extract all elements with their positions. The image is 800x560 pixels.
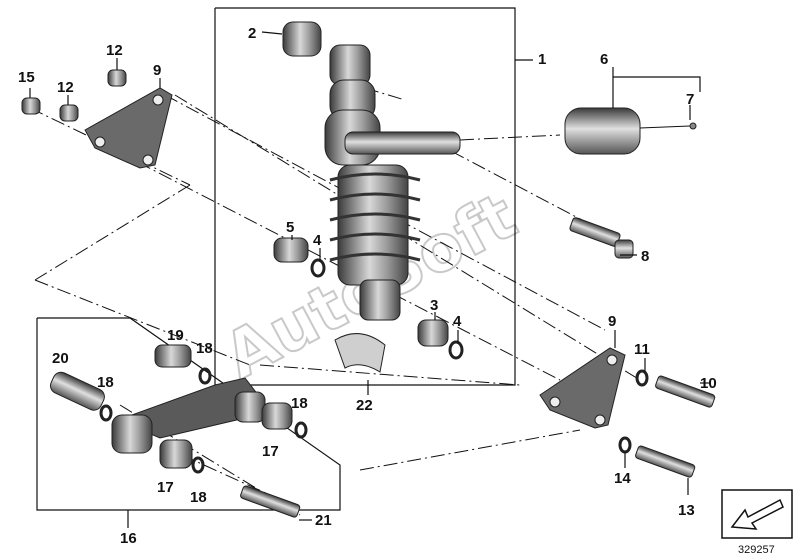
part-12-bushing-lower [59, 104, 79, 122]
part-15-nut [21, 97, 41, 115]
part-9-bracket-right [539, 347, 626, 429]
callout-18-c: 18 [291, 395, 308, 412]
part-13-bolt [635, 445, 696, 478]
part-18-ring-a [198, 367, 212, 385]
callout-6: 6 [600, 51, 608, 68]
callout-12-lower: 12 [57, 79, 74, 96]
callout-14: 14 [614, 470, 631, 487]
callout-11: 11 [634, 341, 650, 358]
part-17-bushing-left [159, 439, 193, 469]
part-19-sleeve [154, 344, 192, 368]
callout-13: 13 [678, 502, 695, 519]
part-4-ring-upper [310, 258, 326, 278]
callout-15: 15 [18, 69, 35, 86]
corner-arrow-icon [721, 489, 793, 539]
part-18-ring-c [294, 421, 308, 439]
callout-20: 20 [52, 350, 69, 367]
shock-absorber [324, 44, 461, 321]
part-3-bushing [417, 319, 449, 347]
part-2-bushing [282, 21, 322, 57]
callout-16: 16 [120, 530, 137, 547]
callout-17-left: 17 [157, 479, 174, 496]
part-18-ring-d [191, 456, 205, 474]
part-20-bolt [50, 371, 105, 411]
callout-17-right: 17 [262, 443, 279, 460]
part-4-ring-lower [448, 340, 464, 360]
callout-2: 2 [248, 25, 256, 42]
part-11-washer [635, 369, 649, 387]
callout-18-d: 18 [190, 489, 207, 506]
part-18-ring-b [99, 404, 113, 422]
part-14-washer [618, 436, 632, 454]
callout-4-lower: 4 [453, 313, 462, 330]
callout-21: 21 [315, 512, 332, 529]
callout-10: 10 [700, 375, 717, 392]
callout-19: 19 [167, 327, 184, 344]
part-21-bolt [240, 485, 301, 518]
callout-4-upper: 4 [313, 232, 322, 249]
part-10-bolt [655, 375, 716, 408]
part-7-screw [689, 122, 697, 130]
part-17-bushing-right [261, 402, 293, 430]
callout-18-b: 18 [97, 374, 114, 391]
callout-7: 7 [686, 91, 694, 108]
part-5-sleeve [273, 237, 309, 263]
callout-12-upper: 12 [106, 42, 123, 59]
leader-lines [29, 31, 710, 528]
callout-5: 5 [286, 219, 294, 236]
part-12-bushing-upper [107, 69, 127, 87]
shock-assembly-frame [214, 7, 516, 386]
callout-18-a: 18 [196, 340, 213, 357]
part-6-adjuster-knob [564, 107, 691, 155]
callout-8: 8 [641, 248, 649, 265]
callout-9-right: 9 [608, 313, 616, 330]
callout-22: 22 [356, 397, 373, 414]
callouts: 2 1 6 7 8 9 12 12 15 5 4 3 4 9 11 10 22 … [18, 25, 717, 547]
linkage-kit-frame [36, 317, 341, 511]
document-id: 329257 [738, 544, 775, 556]
part-8-bolt [569, 217, 634, 259]
part-22-cover [334, 333, 386, 373]
callout-1: 1 [538, 51, 546, 68]
callout-9-left: 9 [153, 62, 161, 79]
callout-3: 3 [430, 297, 438, 314]
